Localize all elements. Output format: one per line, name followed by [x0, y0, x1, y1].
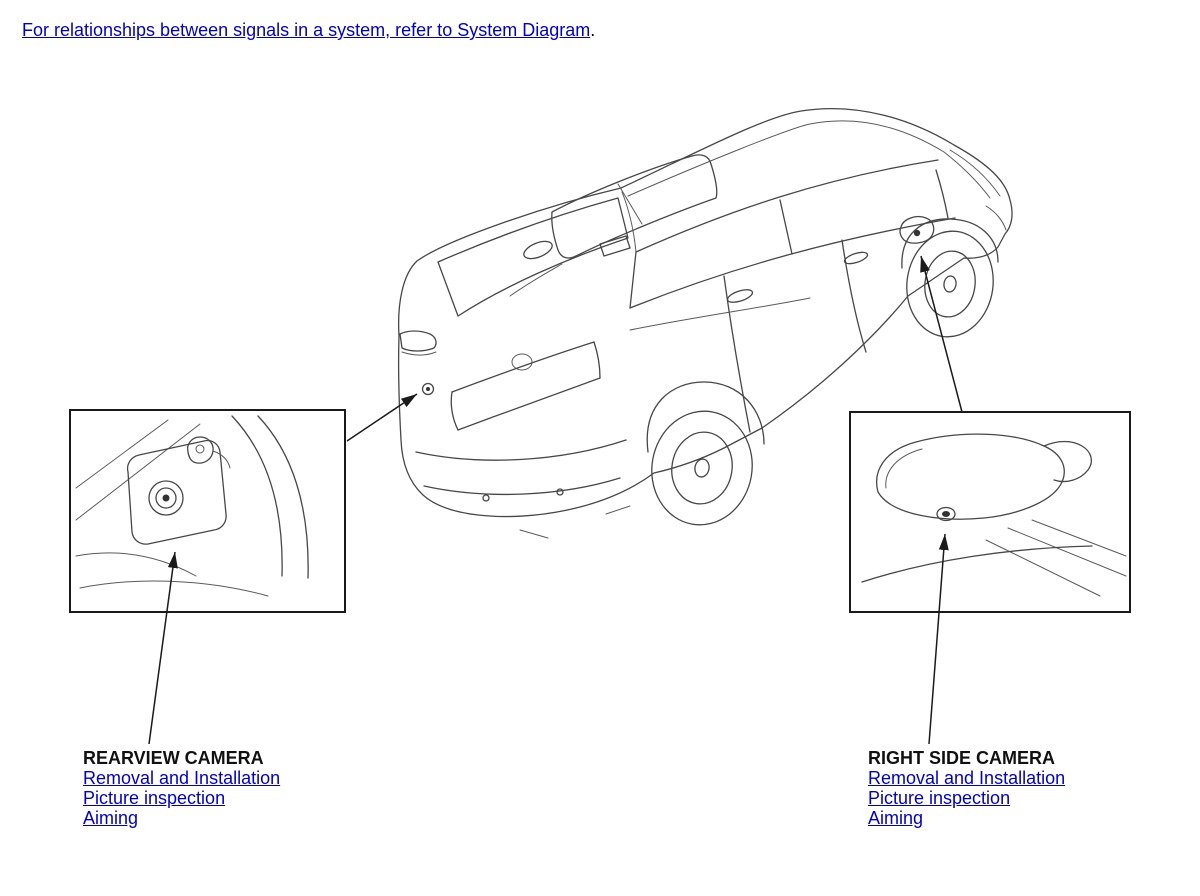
side-glass	[621, 159, 956, 309]
rear-wheel	[651, 410, 753, 526]
rear-wiper	[509, 263, 563, 297]
rearview-aiming-link[interactable]: Aiming	[83, 808, 139, 828]
rearview-camera-label-block: REARVIEW CAMERA Removal and Installation…	[83, 748, 280, 828]
intro-line: For relationships between signals in a s…	[22, 20, 595, 41]
rearview-camera-callout-box	[69, 409, 346, 613]
door-lines	[629, 239, 869, 433]
rear-wheel-arch	[646, 381, 765, 453]
system-diagram-link[interactable]: For relationships between signals in a s…	[22, 20, 591, 40]
right-side-aiming-link[interactable]: Aiming	[868, 808, 924, 828]
taillights	[399, 235, 631, 356]
sunroof	[551, 154, 718, 259]
roof-edge-line	[627, 120, 945, 197]
arrow-label-to-rearview-camera	[148, 551, 178, 745]
side-mirror-camera-dot	[913, 229, 921, 237]
arrow-box-to-tailgate-camera	[346, 393, 418, 442]
rearview-camera-detail	[75, 415, 309, 597]
side-camera-lens	[936, 506, 956, 522]
side-mirror	[899, 215, 935, 244]
rear-emblem	[511, 353, 533, 371]
right-side-removal-installation-link[interactable]: Removal and Installation	[868, 768, 1066, 788]
arrow-box-to-side-mirror	[920, 255, 963, 413]
bumper-lines	[415, 439, 631, 539]
side-mirror-housing	[876, 433, 1065, 520]
rearview-camera-housing	[126, 439, 227, 545]
intro-period: .	[590, 20, 596, 40]
car-illustration	[397, 108, 1013, 539]
right-side-camera-title: RIGHT SIDE CAMERA	[868, 748, 1056, 768]
right-side-camera-label-block: RIGHT SIDE CAMERA Removal and Installati…	[868, 748, 1065, 828]
right-side-picture-inspection-link[interactable]: Picture inspection	[868, 788, 1011, 808]
side-camera-detail	[861, 433, 1127, 597]
rearview-picture-inspection-link[interactable]: Picture inspection	[83, 788, 226, 808]
license-recess	[450, 341, 601, 431]
rearview-camera-lens	[148, 480, 184, 516]
side-camera-callout-box	[849, 411, 1131, 613]
rearview-camera-title: REARVIEW CAMERA	[83, 748, 264, 768]
windshield-edge	[943, 151, 991, 199]
rear-window	[437, 197, 629, 317]
tailgate-camera-dot	[421, 382, 435, 396]
roof-antenna-fin	[523, 240, 553, 260]
rearview-removal-installation-link[interactable]: Removal and Installation	[83, 768, 281, 788]
arrow-label-to-side-camera	[928, 533, 949, 745]
front-wheel-arch	[901, 218, 999, 269]
hood-crease	[949, 149, 1001, 197]
headlight-edge	[985, 205, 1007, 231]
